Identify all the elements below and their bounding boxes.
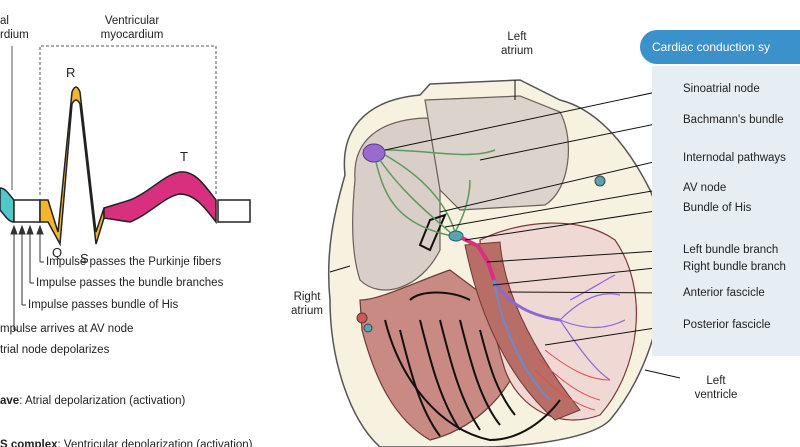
ventricular-bracket bbox=[39, 45, 217, 195]
note-p-wave-text: : Atrial depolarization (activation) bbox=[19, 395, 186, 407]
posterior-fibers bbox=[534, 349, 611, 411]
left-atrium-label: Left atrium bbox=[492, 30, 542, 58]
internodal-pathways bbox=[375, 149, 496, 237]
vessel-right bbox=[594, 175, 606, 187]
legend-posterior-fascicle: Posterior fascicle bbox=[683, 319, 771, 331]
legend-anterior-fascicle: Anterior fascicle bbox=[683, 287, 765, 299]
left-ventricle-text: Left ventricle bbox=[694, 375, 738, 401]
av-ring bbox=[418, 213, 447, 252]
note-p-wave: ave: Atrial depolarization (activation) bbox=[0, 394, 185, 408]
legend-av-node: AV node bbox=[683, 182, 727, 194]
legend-left-bundle-branch: Left bundle branch bbox=[683, 244, 779, 256]
tricuspid-outline bbox=[384, 319, 561, 442]
right-ventricle-chamber bbox=[359, 269, 521, 441]
event-sa-node: trial node depolarizes bbox=[0, 344, 110, 356]
vessel-left-a bbox=[356, 312, 368, 324]
note-qrs-text: : Ventricular depolarization (activation… bbox=[57, 439, 253, 447]
event-bundle-branches: Impulse passes the bundle branches bbox=[36, 277, 224, 289]
event-purkinje: Impulse passes the Purkinje fibers bbox=[46, 256, 222, 268]
q-wave-label: Q bbox=[52, 245, 63, 260]
ecg-baseline bbox=[217, 199, 251, 223]
legend-header: Cardiac conduction sy bbox=[640, 30, 800, 64]
bundle-of-his bbox=[461, 236, 496, 281]
event-bundle-his: Impulse passes bundle of His bbox=[28, 299, 179, 311]
event-arrows bbox=[10, 224, 44, 331]
t-wave-label: T bbox=[180, 149, 188, 164]
atrial-myocardium-text: al rdium bbox=[0, 15, 29, 41]
ventricular-myocardium-label: Ventricular myocardium bbox=[88, 14, 176, 42]
left-bundle-branch bbox=[492, 279, 561, 322]
right-atrium-label: Right atrium bbox=[282, 290, 332, 318]
legend-right-bundle-branch: Right bundle branch bbox=[683, 261, 786, 273]
right-atrium-chamber bbox=[351, 117, 441, 291]
t-wave bbox=[103, 171, 217, 225]
r-wave-label: R bbox=[66, 65, 76, 80]
event-av-node: mpulse arrives at AV node bbox=[0, 323, 134, 335]
vessel-left-b bbox=[363, 323, 373, 333]
right-bundle-branch bbox=[493, 279, 551, 401]
note-qrs-term: S complex bbox=[0, 439, 58, 447]
rv-trabeculae bbox=[399, 291, 516, 437]
purkinje-fibers bbox=[559, 274, 626, 381]
ventricular-myocardium-text: Ventricular myocardium bbox=[100, 15, 164, 41]
right-atrium-text: Right atrium bbox=[291, 291, 323, 317]
legend-sinoatrial-node: Sinoatrial node bbox=[683, 83, 760, 95]
left-atrium-chamber bbox=[424, 95, 570, 211]
leader-lines bbox=[329, 80, 681, 379]
legend-panel bbox=[652, 66, 800, 356]
left-ventricle-label: Left ventricle bbox=[686, 374, 746, 402]
septum bbox=[464, 241, 581, 421]
legend-bachmanns-bundle: Bachmann's bundle bbox=[683, 114, 784, 126]
legend-bundle-of-his: Bundle of His bbox=[683, 202, 752, 214]
legend-internodal-pathways: Internodal pathways bbox=[683, 152, 786, 164]
note-p-wave-term: ave bbox=[0, 395, 20, 407]
note-qrs: S complex: Ventricular depolarization (a… bbox=[0, 438, 253, 447]
av-node bbox=[448, 230, 464, 242]
left-atrium-text: Left atrium bbox=[501, 31, 533, 57]
atrial-myocardium-label: al rdium bbox=[0, 14, 29, 42]
sa-node bbox=[362, 143, 386, 163]
s-wave-label: S bbox=[80, 251, 89, 266]
